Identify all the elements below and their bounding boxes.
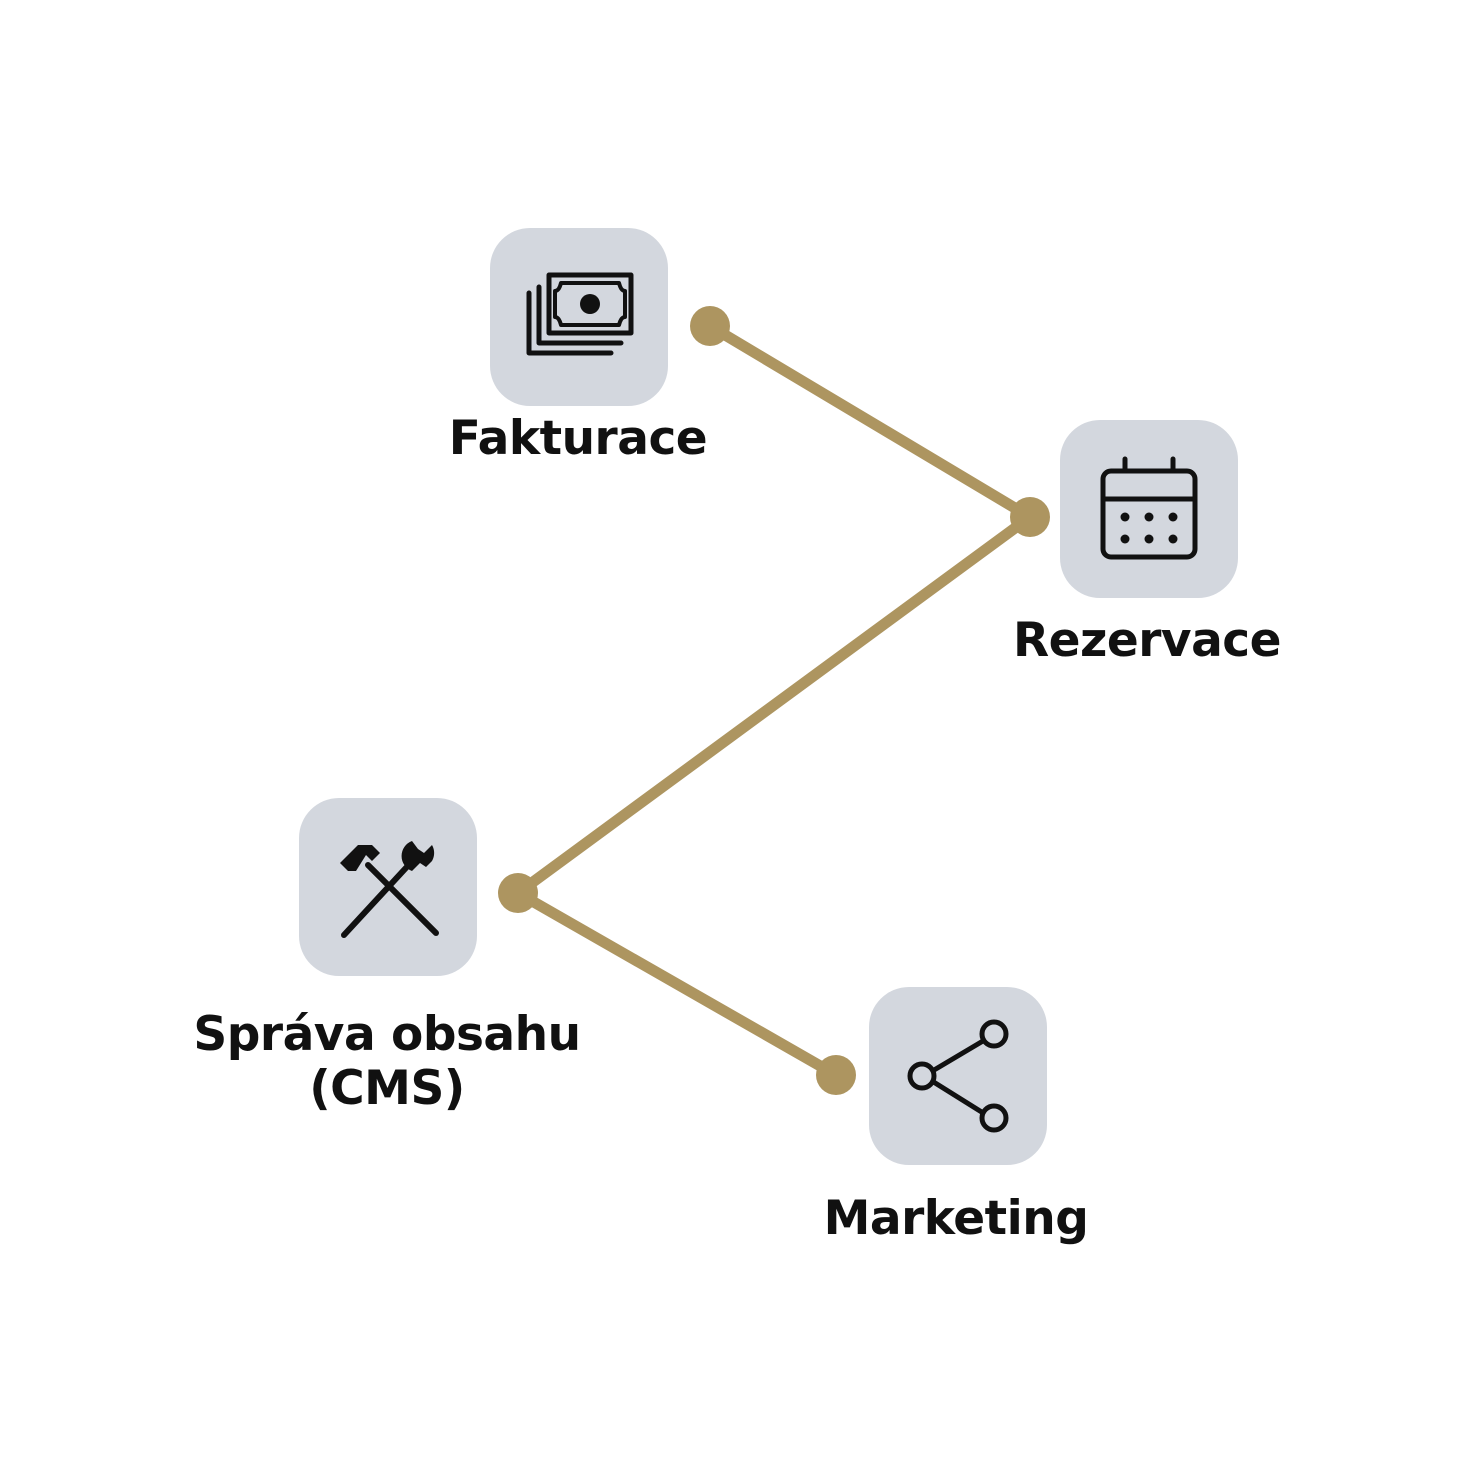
share-icon xyxy=(907,1019,1009,1133)
node-rezervace-label: Rezervace xyxy=(1012,613,1282,668)
node-fakturace-label: Fakturace xyxy=(448,411,708,466)
node-rezervace-tile xyxy=(1060,420,1238,598)
banknotes-icon xyxy=(526,272,634,356)
connector-dot-rezervace xyxy=(1010,497,1050,537)
node-marketing-label: Marketing xyxy=(823,1191,1089,1246)
connector-dot-cms xyxy=(498,873,538,913)
connector-dot-fakturace xyxy=(690,306,730,346)
node-cms-label: Správa obsahu (CMS) xyxy=(193,1007,581,1116)
node-cms-tile xyxy=(299,798,477,976)
connector-dot-marketing xyxy=(816,1055,856,1095)
banknote-inner-border xyxy=(553,281,627,327)
calendar-icon xyxy=(1100,456,1198,560)
node-marketing-tile xyxy=(869,987,1047,1165)
node-fakturace-tile xyxy=(490,228,668,406)
banknote-back-outline xyxy=(526,290,614,356)
hammer-wrench-icon xyxy=(340,841,439,938)
banknote-center-dot xyxy=(580,294,600,314)
banknote-middle-outline xyxy=(536,284,624,346)
connector-line xyxy=(512,320,1036,1081)
